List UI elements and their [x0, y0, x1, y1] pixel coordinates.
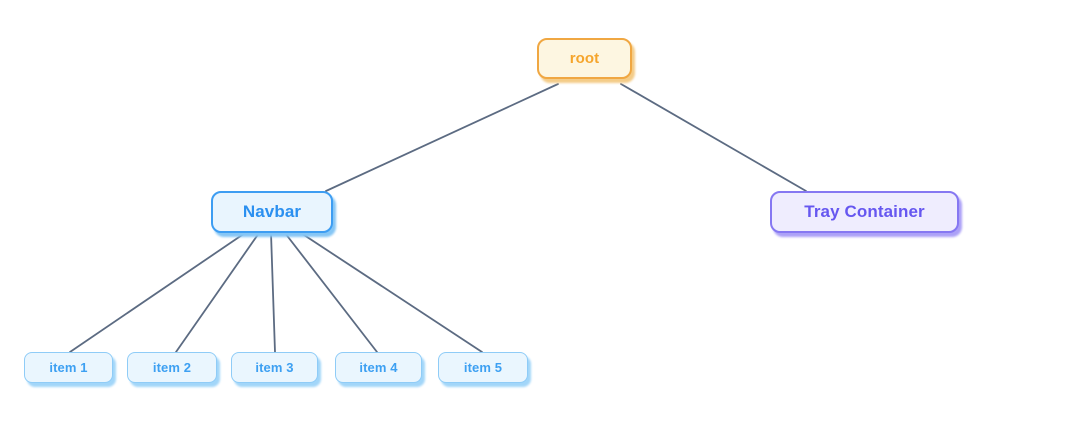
node-root[interactable]: root	[537, 38, 632, 79]
node-navbar[interactable]: Navbar	[211, 191, 333, 233]
node-item-2[interactable]: item 2	[127, 352, 217, 383]
node-item-4[interactable]: item 4	[335, 352, 422, 383]
node-tray-container[interactable]: Tray Container	[770, 191, 959, 233]
node-item-3[interactable]: item 3	[231, 352, 318, 383]
node-item-5[interactable]: item 5	[438, 352, 528, 383]
node-item-1[interactable]: item 1	[24, 352, 113, 383]
